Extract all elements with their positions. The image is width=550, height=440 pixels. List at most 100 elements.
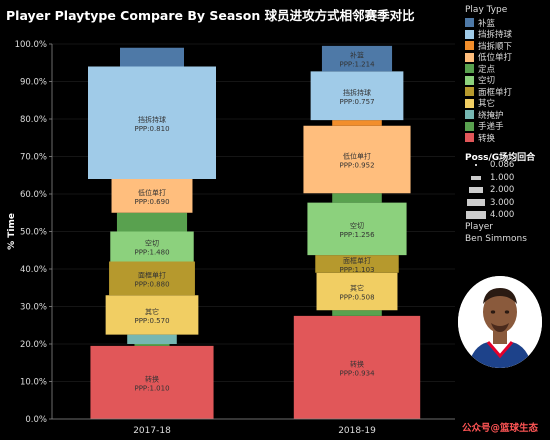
segment-label-ppp: PPP:0.508: [339, 294, 374, 302]
legend-swatch: [465, 75, 474, 85]
y-tick-label: 50.0%: [20, 228, 47, 238]
segment-label-ppp: PPP:0.570: [134, 317, 169, 325]
segment-label-ppp: PPP:0.757: [339, 98, 374, 106]
legend-item: 其它: [465, 98, 495, 109]
size-legend-title: Poss/G场均回合: [465, 153, 536, 163]
segment-label-name: 挡拆持球: [138, 115, 166, 124]
y-tick-label: 60.0%: [20, 190, 47, 200]
legend-swatch: [465, 52, 474, 62]
legend-swatch: [465, 64, 474, 73]
segment-label-name: 面框单打: [138, 270, 166, 279]
segment-label-ppp: PPP:1.480: [134, 249, 169, 257]
bar-segment: [310, 71, 404, 121]
segment-label-ppp: PPP:1.256: [339, 231, 375, 239]
bar-segment: [116, 212, 188, 232]
y-axis-label: % Time: [7, 213, 17, 250]
y-tick-label: 20.0%: [20, 340, 47, 350]
legend-swatch: [465, 110, 474, 119]
segment-label-ppp: PPP:0.880: [134, 280, 169, 288]
bar-segment: [127, 334, 177, 344]
bar-segment: [315, 255, 399, 273]
segment-label-name: 挡拆持球: [343, 88, 371, 97]
size-legend-mark-box: [465, 197, 487, 209]
legend-label: 手递手: [478, 122, 504, 132]
segment-label-name: 其它: [350, 284, 364, 293]
legend-label: 空切: [478, 76, 496, 86]
segment-label-ppp: PPP:0.690: [134, 198, 169, 206]
size-legend-label: 0.086: [490, 160, 515, 170]
legend-swatch: [465, 41, 474, 50]
bar-segment: [332, 193, 382, 203]
legend-item: 转换: [465, 132, 496, 144]
y-tick-label: 40.0%: [20, 265, 47, 275]
legend-item: 绕掩护: [465, 109, 504, 121]
segment-label-name: 面框单打: [343, 256, 371, 265]
player-name: Ben Simmons: [465, 234, 527, 244]
size-legend-mark-box: [465, 209, 487, 221]
legend-swatch: [465, 87, 474, 96]
size-legend-label: 4.000: [490, 210, 515, 220]
legend-swatch: [465, 121, 474, 131]
size-legend-mark-box: [465, 184, 487, 196]
legend-item: 空切: [465, 75, 495, 86]
legend-swatch: [465, 18, 474, 27]
size-legend-item: 0.086: [465, 159, 514, 171]
bar-segment: [321, 45, 393, 72]
segment-label-ppp: PPP:1.010: [134, 384, 169, 392]
legend-swatch: [465, 98, 474, 108]
x-tick-label: 2018-19: [338, 426, 376, 436]
segment-label-name: 补篮: [350, 51, 364, 60]
bar-segment: [332, 120, 382, 126]
legend-label: 低位单打: [478, 53, 513, 63]
size-legend-item: 4.000: [465, 209, 514, 221]
y-tick-label: 0.0%: [25, 415, 47, 425]
bar-segment: [105, 295, 199, 335]
legend-item: 低位单打: [465, 52, 512, 63]
segment-label-name: 转换: [350, 359, 364, 368]
watermark: 公众号@篮球生态: [462, 423, 539, 434]
legend-item: 挡拆顺下: [465, 40, 513, 52]
legend-label: 挡拆持球: [478, 30, 513, 40]
y-axis: 0.0%10.0%20.0%30.0%40.0%50.0%60.0%70.0%8…: [7, 40, 53, 425]
legend-title: Play Type: [465, 5, 508, 15]
size-legend-mark: [467, 199, 485, 206]
y-tick-label: 10.0%: [20, 378, 47, 388]
segment-label-ppp: PPP:0.952: [339, 162, 374, 170]
segment-label-ppp: PPP:1.214: [339, 61, 375, 69]
bar-segment: [88, 66, 216, 179]
segment-label-name: 空切: [145, 239, 159, 248]
y-tick-label: 70.0%: [20, 153, 47, 163]
segment-label-name: 空切: [350, 221, 364, 230]
bar-segment: [134, 344, 170, 346]
legend-label: 补篮: [478, 18, 496, 29]
legend-item: 面框单打: [465, 86, 513, 98]
legend-label: 挡拆顺下: [478, 41, 513, 52]
legend-item: 定点: [465, 63, 495, 75]
size-legend-label: 3.000: [490, 197, 515, 208]
legend-label: 绕掩护: [478, 110, 504, 121]
size-legend-mark-box: [465, 172, 487, 184]
legend-item: 挡拆持球: [465, 29, 512, 40]
size-legend-item: 1.000: [465, 172, 514, 184]
legend-label: 面框单打: [478, 87, 513, 98]
size-legend-label: 2.000: [490, 185, 515, 195]
legend-label: 转换: [478, 133, 496, 144]
legend-label: 其它: [478, 99, 496, 109]
segment-label-ppp: PPP:0.810: [134, 125, 169, 133]
y-tick-label: 30.0%: [20, 303, 47, 313]
legend-swatch: [465, 133, 474, 142]
bar-segment: [120, 47, 184, 67]
bar-segment: [110, 231, 194, 262]
segment-label-name: 其它: [145, 307, 159, 316]
size-legend-mark: [468, 187, 484, 193]
y-tick-label: 90.0%: [20, 78, 47, 88]
size-legend-mark: [474, 164, 478, 166]
bar-segment: [90, 345, 214, 419]
bar-segment: [293, 315, 421, 419]
size-legend-mark: [471, 175, 481, 180]
bar-segment: [332, 310, 382, 316]
size-legend-item: 2.000: [465, 184, 514, 196]
segment-label-name: 低位单打: [138, 188, 166, 197]
x-tick-label: 2017-18: [133, 426, 171, 436]
